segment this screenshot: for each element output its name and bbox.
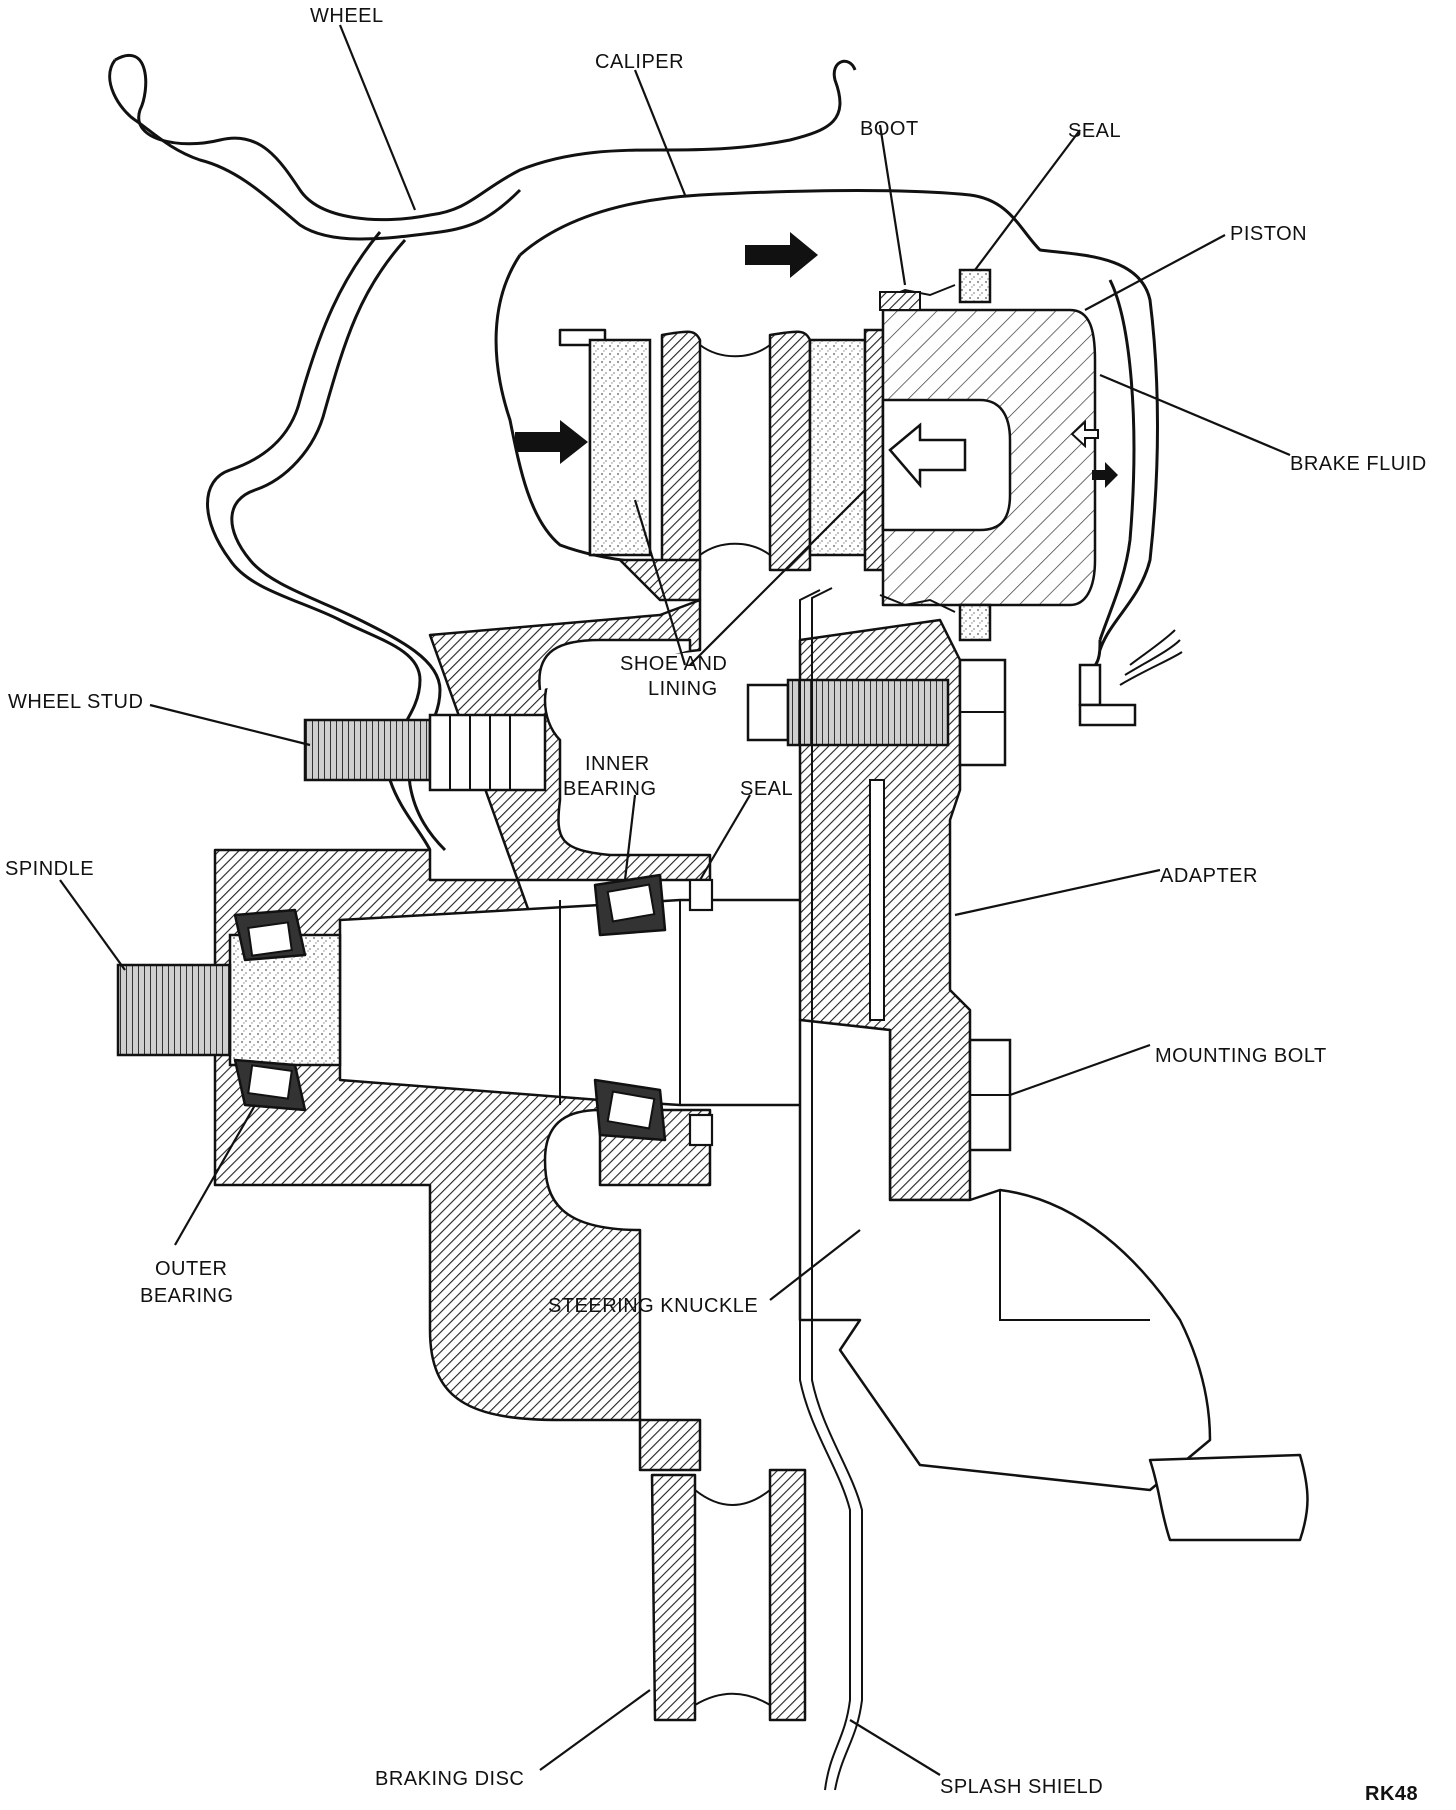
label-adapter: ADAPTER xyxy=(1160,865,1258,887)
wheel-stud xyxy=(303,713,547,792)
label-outer-bearing-2: BEARING xyxy=(140,1285,234,1307)
label-shoe-and-lining-2: LINING xyxy=(648,678,718,700)
labels: WHEEL CALIPER BOOT SEAL PISTON BRAKE FLU… xyxy=(5,5,1427,1805)
label-inner-bearing-2: BEARING xyxy=(563,778,657,800)
piston xyxy=(881,308,1097,607)
outer-bearing xyxy=(233,908,307,1112)
label-caliper: CALIPER xyxy=(595,51,684,73)
arrow-right-icon xyxy=(745,232,818,278)
brake-disc-top xyxy=(618,330,812,602)
label-braking-disc: BRAKING DISC xyxy=(375,1768,524,1790)
inner-bearing xyxy=(593,873,667,1142)
splash-shield xyxy=(799,587,863,1791)
figure-code: RK48 xyxy=(1365,1783,1418,1805)
arrow-right-icon xyxy=(1092,462,1118,488)
grease-seal xyxy=(688,878,714,1147)
label-piston: PISTON xyxy=(1230,223,1307,245)
label-splash-shield: SPLASH SHIELD xyxy=(940,1776,1103,1798)
label-wheel-stud: WHEEL STUD xyxy=(8,691,143,713)
label-mounting-bolt: MOUNTING BOLT xyxy=(1155,1045,1327,1067)
braking-disc-bottom xyxy=(650,1468,807,1722)
outer-shoe xyxy=(808,328,885,572)
label-wheel: WHEEL xyxy=(310,5,384,27)
arrow-left-hollow-icon xyxy=(1070,419,1099,449)
label-shoe-and-lining-1: SHOE AND xyxy=(620,653,727,675)
caliper-seals xyxy=(879,268,992,642)
upper-bolt xyxy=(746,658,1007,767)
force-arrows xyxy=(515,232,1118,488)
label-seal-top: SEAL xyxy=(1068,120,1121,142)
label-seal-lower: SEAL xyxy=(740,778,793,800)
label-inner-bearing-1: INNER xyxy=(585,753,650,775)
label-steering-knuckle: STEERING KNUCKLE xyxy=(548,1295,758,1317)
steering-knuckle xyxy=(798,1018,1309,1542)
label-boot: BOOT xyxy=(860,118,919,140)
fluid-fitting xyxy=(1078,629,1183,727)
leader-lines xyxy=(59,24,1291,1776)
spindle xyxy=(116,898,809,1107)
lower-bolt xyxy=(968,1038,1012,1152)
arrow-right-icon xyxy=(515,420,588,464)
label-spindle: SPINDLE xyxy=(5,858,94,880)
label-brake-fluid: BRAKE FLUID xyxy=(1290,453,1427,475)
label-outer-bearing-1: OUTER xyxy=(155,1258,228,1280)
